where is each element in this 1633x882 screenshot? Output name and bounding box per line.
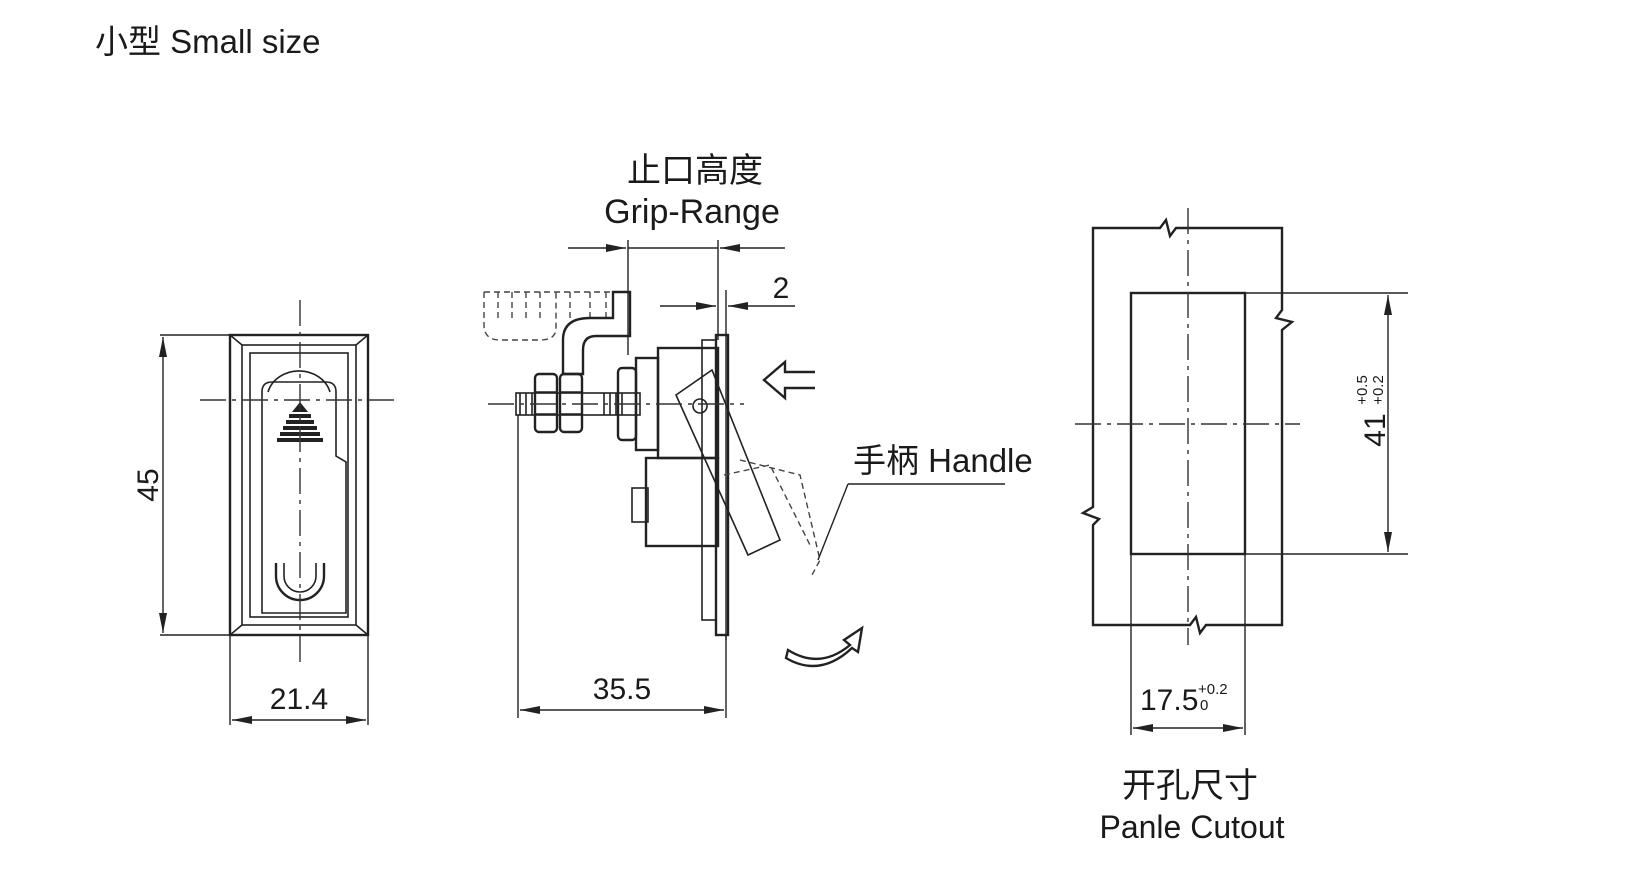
cam-bracket xyxy=(561,290,632,376)
page-title: 小型 Small size xyxy=(95,23,321,60)
side-view: 止口高度 Grip-Range 2 xyxy=(483,152,1033,718)
front-bezel-outer xyxy=(228,333,370,637)
cutout-height-tol-upper: +0.5 xyxy=(1354,375,1371,405)
front-view: 45 21.4 xyxy=(132,300,400,725)
cutout-view: 41 +0.5 +0.2 17.5 +0.2 0 开孔尺寸 Panle Cuto… xyxy=(1075,208,1408,845)
cutout-width-tol-upper: +0.2 xyxy=(1198,681,1228,698)
rotate-arrow-icon xyxy=(784,625,864,668)
front-recess xyxy=(249,352,349,618)
cutout-width-dimension: 17.5 xyxy=(1140,684,1198,717)
finger-grip xyxy=(267,370,331,393)
panel-outline xyxy=(1080,217,1295,636)
handle-lifted xyxy=(674,368,782,557)
cutout-height-dimension: 41 xyxy=(1359,413,1392,446)
cutout-width-tol-lower: 0 xyxy=(1200,697,1208,714)
nut-1 xyxy=(533,372,559,434)
front-handle xyxy=(261,381,347,614)
cutout-height-tol-lower: +0.2 xyxy=(1370,375,1387,405)
width-dimension: 21.4 xyxy=(270,683,328,716)
push-arrow-icon xyxy=(762,359,815,401)
handle-label: 手柄 Handle xyxy=(853,442,1033,479)
grip-range-en-label: Grip-Range xyxy=(604,193,780,231)
pivot-icon xyxy=(692,398,708,414)
cutout-caption-en: Panle Cutout xyxy=(1099,809,1284,845)
front-bezel-inner xyxy=(241,344,357,626)
height-dimension: 45 xyxy=(132,468,165,501)
nut-2 xyxy=(558,372,584,434)
lock-housing xyxy=(644,456,720,548)
lock-body xyxy=(656,346,720,460)
plate-thickness-dimension: 2 xyxy=(773,272,790,305)
grip-range-cn-label: 止口高度 xyxy=(627,152,763,190)
depth-dimension: 35.5 xyxy=(593,673,651,706)
cutout-caption-cn: 开孔尺寸 xyxy=(1122,767,1258,805)
